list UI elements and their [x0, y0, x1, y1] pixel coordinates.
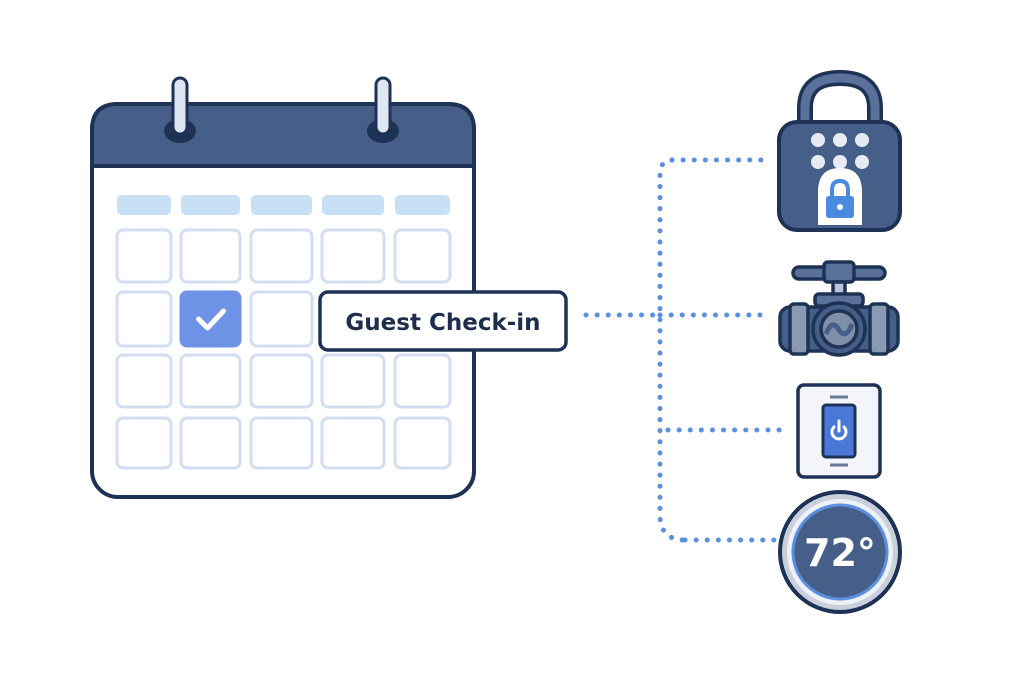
keypad-lock-icon: [777, 69, 902, 232]
calendar-day[interactable]: [393, 416, 452, 470]
calendar-day[interactable]: [320, 228, 386, 284]
checkmark-icon: [196, 308, 226, 331]
weekday-header-5: [395, 195, 450, 215]
thermostat-icon: 72°: [778, 490, 902, 614]
calendar-day[interactable]: [320, 353, 386, 409]
calendar-day[interactable]: [179, 353, 242, 409]
weekday-header-2: [181, 195, 240, 215]
thermostat-reading: 72°: [804, 531, 876, 575]
calendar-day[interactable]: [115, 290, 173, 348]
calendar: [90, 76, 476, 499]
connector-lines: [583, 157, 793, 543]
calendar-day[interactable]: [249, 353, 314, 409]
weekday-header-1: [117, 195, 171, 215]
weekday-headers: [117, 195, 450, 215]
calendar-day[interactable]: [320, 416, 386, 470]
power-icon: [830, 419, 848, 441]
smart-switch-icon: [796, 383, 882, 479]
ring-right: [367, 76, 399, 143]
calendar-day[interactable]: [249, 290, 314, 348]
weekday-header-4: [322, 195, 384, 215]
calendar-day[interactable]: [115, 228, 173, 284]
calendar-day[interactable]: [249, 416, 314, 470]
connector-trunk: [657, 157, 688, 543]
guest-check-in-label: Guest Check-in: [318, 290, 568, 352]
label-text: Guest Check-in: [345, 310, 540, 336]
calendar-day-checked[interactable]: [179, 290, 242, 348]
calendar-day[interactable]: [115, 416, 173, 470]
calendar-header: [90, 102, 476, 168]
calendar-day[interactable]: [393, 228, 452, 284]
water-valve-icon: [778, 260, 900, 357]
calendar-day[interactable]: [393, 353, 452, 409]
calendar-grid: [115, 228, 452, 470]
calendar-day[interactable]: [179, 416, 242, 470]
weekday-header-3: [251, 195, 312, 215]
calendar-day[interactable]: [179, 228, 242, 284]
calendar-day[interactable]: [115, 353, 173, 409]
calendar-day[interactable]: [249, 228, 314, 284]
ring-left: [164, 76, 196, 143]
